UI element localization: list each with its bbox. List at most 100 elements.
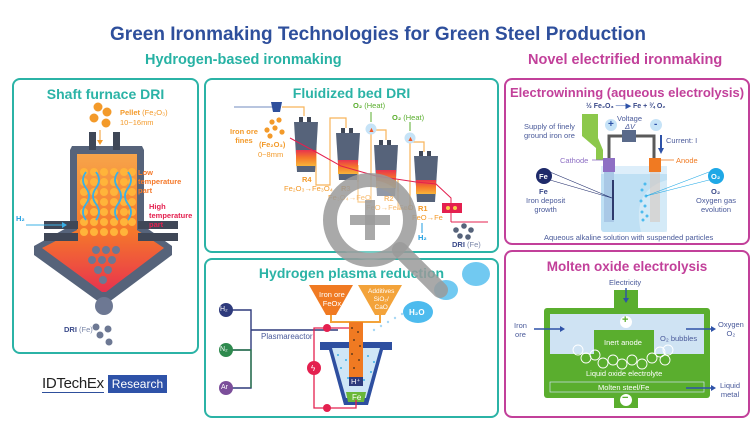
minus-sign: − (622, 392, 629, 404)
pellet-size: 10~16mm (120, 118, 154, 127)
gas-ar-label: Ar (221, 384, 228, 391)
molten-oxide-illustration (534, 288, 716, 408)
anode (649, 158, 661, 172)
svg-text:▲: ▲ (407, 136, 414, 143)
plus-terminal (620, 316, 632, 328)
panel-shaft-furnace: Shaft furnace DRI (12, 78, 199, 354)
minus-sign: - (654, 119, 658, 130)
molten-steel-label: Molten steel/Fe (598, 383, 650, 392)
fe-label: Fe (539, 187, 548, 196)
cathode (603, 158, 615, 172)
gas-ar-node (219, 381, 233, 395)
reactor-r3-name: R3 (341, 184, 351, 193)
minus-terminal (650, 119, 662, 131)
pellet-label: Pellet (Fe₂O₃) (120, 108, 168, 117)
o2-heat-label: O₂ (Heat) (353, 101, 386, 110)
h-plus-label: H⁺ (351, 377, 361, 386)
pellet (93, 102, 103, 112)
inert-anode-label: Inert anode (604, 338, 642, 347)
reactor-r4-reaction: Fe₂O₃→Fe₃O₄ (284, 184, 333, 193)
dri-output-label: DRI (Fe) (64, 325, 93, 334)
reactor-r4-name: R4 (302, 175, 312, 184)
voltage-meter (622, 130, 636, 142)
exhaust-label: H₂O (409, 308, 425, 317)
page-title: Green Ironmaking Technologies for Green … (110, 24, 646, 45)
delta-v-label: ΔV (625, 122, 636, 131)
panel-fluidized-bed: Fluidized bed DRI ▲ ▲ (204, 78, 499, 253)
logo-tag: Research (107, 375, 168, 393)
reactor-r3 (336, 128, 360, 180)
heat-burner (365, 123, 377, 135)
reaction-equation: ½ Fe₂O₃ ──▶ Fe + ¾ O₂ (586, 103, 666, 110)
reactor-r3-reaction: Fe₃O₄→FeO (328, 193, 371, 202)
plus-sign: + (622, 314, 629, 326)
plasmareactor-label: Plasmareactor (261, 332, 313, 341)
fe-badge (536, 168, 552, 184)
svg-text:ϟ: ϟ (311, 364, 316, 373)
reactor-r1-reaction: FeO→Fe (412, 213, 443, 222)
solution-label: Aqueous alkaline solution with suspended… (544, 233, 714, 242)
pellet (102, 107, 112, 117)
panel-hydrogen-plasma: Hydrogen plasma reduction ϟ (204, 258, 499, 418)
o2-heat-label: O₂ (Heat) (392, 113, 425, 122)
plasma-column (349, 322, 363, 377)
plasma-illustration: ϟ (219, 262, 490, 412)
reactor-r1 (414, 151, 438, 202)
current-label: Current: I (666, 136, 698, 145)
h2-inlet-label: H₂ (16, 214, 25, 223)
cathode-label: Cathode (560, 156, 589, 165)
section-title-electrified: Novel electrified ironmaking (528, 52, 723, 68)
feed-valve (271, 102, 282, 112)
negative-terminal (323, 324, 331, 332)
o2-label: O₂ (711, 187, 721, 196)
electrolyte-label: Liquid oxide electrolyte (586, 369, 663, 378)
reactor-r2 (374, 140, 398, 196)
ore-supply (582, 114, 603, 160)
o2-badge (708, 168, 724, 184)
gas-n2-node (219, 343, 233, 357)
hopper-additives (358, 285, 402, 315)
panel-title: Shaft furnace DRI (46, 86, 165, 102)
panel-molten-oxide: Molten oxide electrolysis + − Electricit… (504, 250, 750, 418)
voltage-label: Voltage (617, 114, 643, 123)
panel-title: Fluidized bed DRI (292, 85, 411, 101)
heat-burner (404, 132, 416, 144)
electricity-label: Electricity (609, 278, 642, 287)
positive-terminal (323, 404, 331, 412)
discharge-valve (442, 203, 462, 213)
reactor-r4 (294, 117, 318, 172)
plus-sign: + (608, 119, 614, 130)
gas-n2-label: N₂ (220, 346, 228, 353)
section-title-hydrogen: Hydrogen-based ironmaking (145, 52, 342, 68)
reactor-r2-name: R2 (384, 194, 394, 203)
pellet (89, 113, 99, 123)
reactor-r2-reaction: FeO→Fe/FeO (366, 203, 414, 212)
dri-output-label: DRI (Fe) (452, 240, 481, 249)
hopper-iron-ore (309, 285, 353, 315)
panel-title: Molten oxide electrolysis (546, 259, 708, 274)
panel-electrowinning: Electrowinning (aqueous electrolysis) ½ … (504, 78, 750, 245)
svg-text:▲: ▲ (368, 127, 375, 134)
pellet (101, 118, 111, 128)
minus-terminal (620, 394, 632, 406)
product-fe-label: Fe (352, 393, 362, 402)
anode-label: Anode (676, 156, 698, 165)
h2-inlet-label: H₂ (418, 233, 427, 242)
o2-badge-text: O₂ (711, 172, 721, 181)
steam-cloud (403, 301, 433, 323)
reactor-r1-name: R1 (418, 204, 428, 213)
panel-title: Electrowinning (aqueous electrolysis) (509, 85, 745, 100)
gas-h2-node (219, 303, 233, 317)
fe-badge-text: Fe (539, 172, 548, 181)
feed-size: 0~8mm (258, 150, 284, 159)
